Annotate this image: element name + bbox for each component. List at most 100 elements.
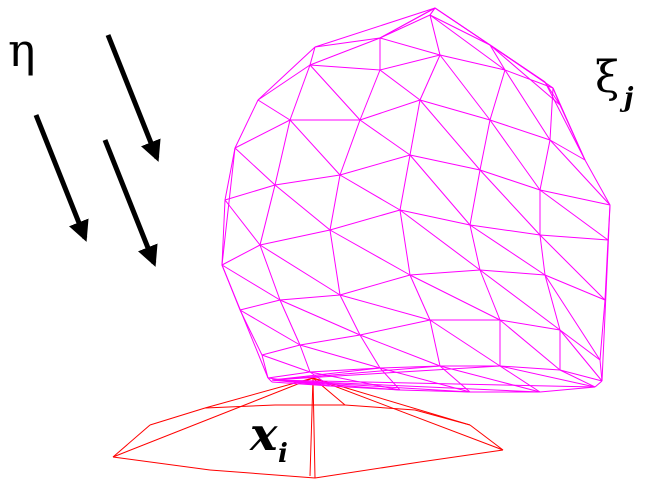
mesh-edge — [315, 38, 380, 47]
mesh-edge — [262, 355, 310, 372]
mesh-edge — [310, 65, 380, 70]
mesh-edge — [400, 210, 410, 275]
mesh-edge — [420, 100, 490, 120]
mesh-edge — [500, 366, 540, 392]
mesh-edge — [545, 275, 560, 330]
cone-rim-edge — [315, 462, 420, 478]
mesh-edge — [410, 100, 420, 155]
mesh-edge — [300, 335, 360, 345]
mesh-edge — [420, 55, 440, 100]
mesh-edge — [260, 185, 275, 245]
mesh-edge — [430, 320, 500, 366]
mesh-edge — [262, 345, 300, 355]
mesh-edge — [272, 366, 440, 380]
mesh-edge — [602, 205, 610, 381]
mesh-edge — [340, 295, 430, 320]
mesh-edge — [400, 155, 410, 210]
mesh-edge — [410, 270, 480, 275]
mesh-edge — [340, 275, 410, 295]
mesh-edge — [258, 65, 310, 100]
x-i-label: x i — [249, 407, 288, 469]
mesh-edge — [430, 320, 440, 366]
mesh-edge — [222, 148, 235, 265]
mesh-edge — [410, 275, 500, 320]
mesh-edge — [235, 148, 275, 185]
mesh-edge — [300, 345, 310, 372]
x-symbol: x — [249, 407, 278, 461]
mesh-edge — [260, 245, 280, 300]
mesh-edge — [540, 235, 545, 275]
x-subscript: i — [278, 439, 288, 469]
mesh-edge — [290, 65, 310, 120]
incident-arrows — [36, 35, 157, 263]
mesh-edge — [380, 15, 430, 38]
mesh-edge — [260, 230, 330, 245]
cone-rim-edge — [150, 408, 205, 425]
mesh-edge — [225, 185, 275, 200]
mesh-edge — [275, 185, 330, 230]
mesh-edge — [380, 55, 440, 70]
mesh-edge — [560, 330, 600, 360]
mesh-edge — [500, 320, 560, 370]
mesh-edge — [330, 210, 400, 230]
xi-j-label: ξ j — [595, 52, 634, 113]
mesh-edge — [490, 70, 505, 120]
mesh-edge — [310, 65, 360, 120]
mesh-edge — [275, 175, 340, 185]
mesh-edge — [315, 8, 435, 47]
mesh-edge — [430, 15, 490, 45]
mesh-edge — [470, 170, 480, 225]
mesh-edge — [280, 295, 340, 300]
mesh-edge — [490, 45, 505, 70]
eta-label: η — [8, 23, 36, 77]
mesh-edge — [540, 235, 608, 240]
mesh-edge — [240, 300, 280, 310]
mesh-edge — [480, 270, 545, 275]
mesh-edge — [290, 120, 340, 175]
mesh-edge — [330, 230, 410, 275]
mesh-edge — [595, 381, 602, 387]
xi-subscript: j — [619, 83, 634, 113]
arrow-down-right-icon — [108, 35, 157, 158]
arrow-down-right-icon — [36, 115, 85, 238]
mesh-edge — [360, 120, 410, 155]
mesh-edge — [490, 120, 550, 140]
hemisphere-cone — [113, 378, 503, 478]
mesh-edge — [258, 100, 290, 120]
mesh-edge — [360, 70, 380, 120]
mesh-edge — [235, 120, 290, 148]
mesh-edge — [360, 335, 440, 366]
mesh-edge — [275, 120, 290, 185]
mesh-edge — [380, 38, 440, 55]
mesh-edge — [222, 265, 268, 378]
mesh-edge — [222, 245, 260, 265]
cone-rim-edge — [470, 425, 503, 450]
mesh-edge — [490, 120, 540, 190]
mesh-edge — [470, 225, 540, 235]
cone-rim-edge — [420, 450, 503, 462]
cone-rim-edge — [113, 425, 150, 457]
mesh-edge — [540, 235, 605, 300]
xi-symbol: ξ — [595, 52, 619, 103]
mesh-edge — [340, 175, 400, 210]
mesh-edge — [340, 295, 360, 335]
mesh-edge — [540, 387, 595, 392]
cone-rim-edge — [113, 457, 210, 470]
mesh-edge — [470, 225, 545, 275]
mesh-edge — [380, 70, 420, 100]
arrow-down-right-icon — [105, 140, 154, 263]
mesh-edge — [360, 100, 420, 120]
mesh-edge — [280, 300, 300, 345]
mesh-edge — [540, 140, 550, 190]
mesh-edge — [330, 230, 340, 295]
cone-spoke — [310, 378, 313, 476]
mesh-edge — [480, 120, 490, 170]
cone-spoke — [313, 378, 315, 478]
cone-rim-edge — [210, 470, 315, 478]
mesh-edge — [545, 275, 600, 360]
mesh-edge — [235, 100, 258, 148]
mesh-edge — [500, 320, 560, 330]
mesh-edge — [280, 300, 360, 335]
